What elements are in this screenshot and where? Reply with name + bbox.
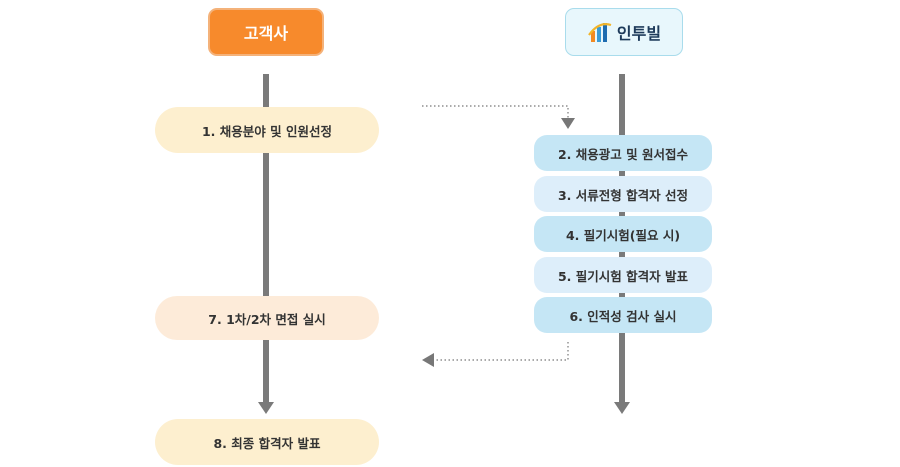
client-lane-header: 고객사	[208, 8, 324, 56]
provider-flow-arrowhead	[614, 402, 630, 414]
provider-step-6: 6. 인적성 검사 실시	[534, 297, 712, 333]
provider-step-4: 4. 필기시험(필요 시)	[534, 216, 712, 252]
client-flow-arrowhead	[258, 402, 274, 414]
provider-lane-header: 인투빌	[565, 8, 683, 56]
handoff-arrow-to-provider	[422, 105, 569, 118]
provider-step-5: 5. 필기시험 합격자 발표	[534, 257, 712, 293]
client-lane-label: 고객사	[243, 24, 289, 43]
provider-lane-label: 인투빌	[616, 24, 662, 43]
client-step-1: 1. 채용분야 및 인원선정	[155, 107, 379, 153]
handoff-arrow-to-client	[434, 342, 569, 361]
client-step-7: 7. 1차/2차 면접 실시	[155, 296, 379, 340]
handoff-arrowhead-left	[422, 353, 434, 367]
provider-step-3: 3. 서류전형 합격자 선정	[534, 176, 712, 212]
client-step-8: 8. 최종 합격자 발표	[155, 419, 379, 465]
provider-step-2: 2. 채용광고 및 원서접수	[534, 135, 712, 171]
intobill-logo-icon	[588, 23, 612, 42]
handoff-arrowhead-down	[561, 118, 575, 129]
